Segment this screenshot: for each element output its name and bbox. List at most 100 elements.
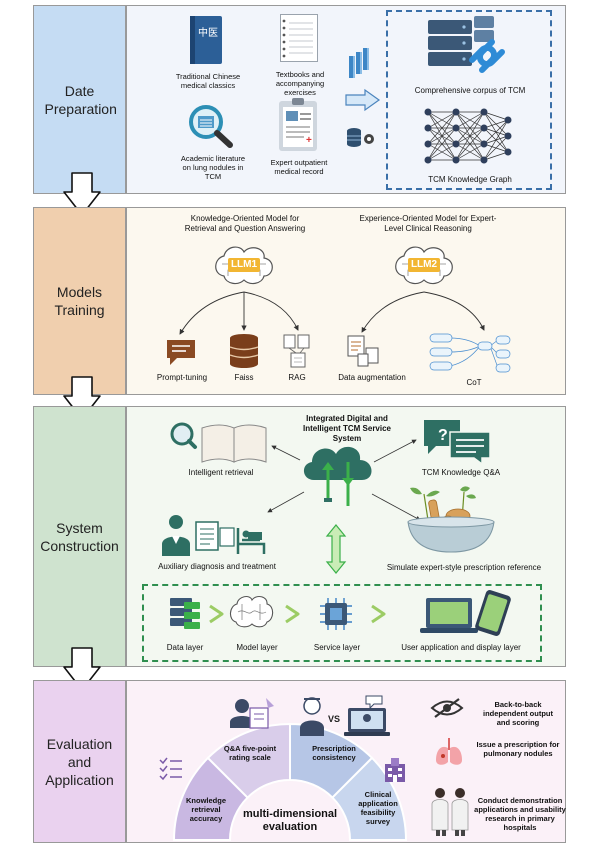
llm1-label: LLM1 [230, 259, 258, 270]
stage-panel-train [126, 207, 566, 395]
stage-label-eval: Evaluation and Application [33, 680, 126, 843]
cot-graph-icon [429, 333, 511, 373]
stage-arrow-3 [63, 647, 101, 691]
eval-segment-2: Prescription consistency [312, 744, 356, 762]
stage-label-train: Models Training [33, 207, 126, 395]
caption-classics: Traditional Chinese medical classics [175, 72, 241, 90]
nn-edge [427, 143, 457, 161]
stage-title-system: System Construction [40, 519, 119, 554]
nn-edge [427, 127, 457, 161]
nn-edge [483, 119, 509, 129]
nn-edge [483, 119, 509, 145]
magnifier-icon [189, 105, 233, 148]
label-data-layer: Data layer [166, 643, 204, 652]
label-cot: CoT [466, 378, 482, 387]
stage-title-eval: Evaluation and Application [45, 735, 114, 788]
book-glyph: 中医 [198, 28, 218, 39]
layers-dashed-box [142, 584, 542, 662]
caption-textbooks: Textbooks and accompanying exercises [275, 70, 325, 97]
rag-documents-icon [283, 334, 310, 368]
server-link-icon [428, 16, 505, 73]
caption-corpus: Comprehensive corpus of TCM [414, 86, 526, 95]
eval-segment-0: Knowledge retrieval accuracy [185, 796, 226, 823]
eval-center-area [232, 782, 348, 840]
checklist-icon [159, 757, 182, 781]
nn-edge [483, 151, 509, 161]
lungs-icon [436, 738, 462, 765]
caption-literature: Academic literature on lung nodules in T… [180, 154, 246, 181]
app-issue-prescription: Issue a prescription for pulmonary nodul… [476, 740, 560, 758]
nn-edge [455, 111, 485, 161]
eval-center-label: multi-dimensional evaluation [242, 808, 338, 833]
nn-node [480, 140, 488, 148]
eval-segment-3: Clinical application feasibility survey [358, 790, 398, 826]
nn-node [504, 148, 512, 156]
data-augmentation-icon [347, 335, 379, 367]
caption-kg: TCM Knowledge Graph [428, 175, 512, 184]
vertical-double-arrow [325, 524, 347, 574]
stage-title-prep: Date Preparation [44, 82, 117, 117]
model-layer-icon [229, 595, 274, 628]
speech-bubble-icon [167, 340, 195, 365]
label-user-layer: User application and display layer [401, 643, 521, 652]
label-intelligent-retrieval: Intelligent retrieval [188, 468, 254, 477]
nn-edge [455, 143, 485, 161]
rating-icon [230, 698, 274, 729]
nn-edge [483, 111, 509, 121]
vs-label: VS [328, 714, 340, 724]
faiss-database-icon [229, 334, 259, 368]
llm1-title: Knowledge-Oriented Model for Retrieval a… [184, 214, 306, 233]
data-layer-icon [170, 598, 200, 629]
nn-node [452, 140, 460, 148]
data-bars-icon [349, 48, 369, 78]
nn-edge [483, 135, 509, 161]
doctors-pair-icon [431, 788, 469, 836]
label-faiss: Faiss [234, 373, 254, 382]
nn-node [480, 124, 488, 132]
label-prompt-tuning: Prompt-tuning [156, 373, 208, 382]
herbal-bowl-icon [407, 486, 495, 553]
notebook-icon [280, 14, 318, 62]
nn-node [504, 132, 512, 140]
database-gear-icon [347, 128, 374, 147]
cloud-icon [303, 446, 372, 506]
right-arrow-icon [345, 88, 381, 112]
nn-node [424, 124, 432, 132]
hospital-icon [385, 758, 405, 782]
stage-label-prep: Date Preparation [33, 5, 126, 194]
app-backtoback: Back-to-back independent output and scor… [483, 700, 553, 727]
nn-edge [455, 127, 485, 161]
llm2-brain: LLM2 [394, 246, 454, 286]
nn-node [424, 156, 432, 164]
nn-node [452, 108, 460, 116]
nn-edge [427, 111, 457, 129]
label-data-augmentation: Data augmentation [338, 373, 406, 382]
nn-edge [483, 119, 509, 161]
nn-node [424, 108, 432, 116]
service-layer-icon [320, 598, 352, 630]
label-rag: RAG [288, 373, 306, 382]
cloud-connector-arrows [267, 439, 421, 521]
nn-node [480, 156, 488, 164]
llm1-brain: LLM1 [214, 246, 274, 286]
stage-label-system: System Construction [33, 406, 126, 667]
label-tcm-qa: TCM Knowledge Q&A [421, 468, 501, 477]
nn-node [424, 140, 432, 148]
label-auxiliary-diagnosis: Auxiliary diagnosis and treatment [158, 562, 276, 571]
user-devices-icon [420, 590, 511, 636]
nn-node [480, 108, 488, 116]
nn-node [452, 124, 460, 132]
nn-node [504, 116, 512, 124]
neural-network-icon [424, 108, 512, 164]
stage-arrow-1 [63, 172, 101, 216]
eye-slash-icon [430, 698, 464, 718]
label-service-layer: Service layer [313, 643, 361, 652]
nn-edge [427, 111, 457, 161]
qa-bubbles-icon: ? [424, 420, 491, 466]
retrieval-book-icon [170, 422, 267, 463]
nn-node [452, 156, 460, 164]
clipboard-icon: + [279, 98, 317, 151]
system-title: Integrated Digital and Intelligent TCM S… [302, 414, 392, 443]
label-simulate-prescription: Simulate expert-style prescription refer… [386, 563, 542, 572]
layer-chevrons [209, 604, 386, 624]
